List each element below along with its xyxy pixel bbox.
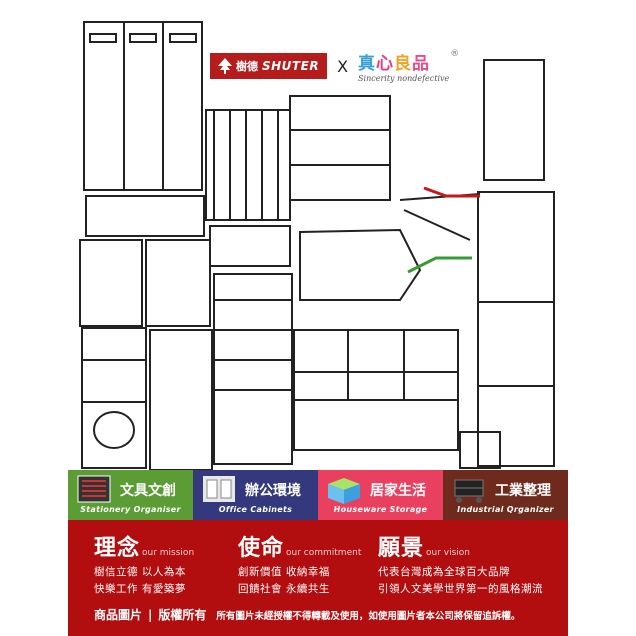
footer-product-images: 商品圖片 — [94, 608, 143, 622]
furniture-line-drawing — [79, 21, 555, 470]
commitment-line: 創新價值 收納幸福 — [238, 566, 330, 578]
vision-line: 代表台灣成為全球百大品牌 — [378, 566, 510, 578]
commitment-sub: our commitment — [286, 548, 362, 558]
mission-line: 樹信立德 以人為本 — [94, 566, 186, 578]
mission-sub: our mission — [142, 548, 195, 558]
partner-cn: 真心良品 — [358, 54, 431, 74]
tool-cart-icon — [454, 479, 484, 503]
category-office[interactable]: 辦公環境 Office Cabinets — [193, 470, 318, 520]
vision-title: 願景 — [378, 536, 425, 561]
commitment-line: 回饋社會 永續共生 — [238, 583, 330, 595]
collab-cross: X — [337, 56, 349, 76]
category-houseware[interactable]: 居家生活 Houseware Storage — [318, 470, 443, 520]
category-bar: 文具文創 Stationery Organiser 辦公環境 Office Ca… — [68, 470, 568, 520]
mission-title: 理念 — [94, 536, 141, 561]
footer-copyright: 版權所有 — [158, 608, 207, 622]
commitment-title: 使命 — [238, 536, 285, 561]
registered-mark: ® — [450, 49, 460, 59]
shuter-en: SHUTER — [262, 59, 320, 73]
shuter-cn: 樹德 — [236, 60, 258, 73]
partner-en: Sincerity nondefective — [358, 74, 450, 83]
partner-logo: 真心良品 Sincerity nondefective ® — [358, 49, 459, 83]
office-cabinet-icon — [203, 476, 235, 502]
footer-separator: | — [148, 608, 153, 622]
copyright-footer: 商品圖片 | 版權所有所有圖片未經授權不得轉載及使用，如使用圖片者本公司將保留追訴權… — [94, 606, 520, 623]
drawer-unit-icon — [77, 475, 111, 503]
mission-line: 快樂工作 有愛築夢 — [94, 583, 186, 595]
category-stationery[interactable]: 文具文創 Stationery Organiser — [68, 470, 193, 520]
vision-line: 引領人文美學世界第一的風格潮流 — [378, 583, 543, 595]
storage-box-icon — [328, 478, 360, 504]
vision-sub: our vision — [426, 548, 471, 558]
footer-note: 所有圖片未經授權不得轉載及使用，如使用圖片者本公司將保留追訴權。 — [216, 611, 521, 622]
shuter-logo: 樹德 SHUTER — [210, 53, 328, 79]
shuter-tree-logo — [218, 58, 232, 74]
brand-logo-row: 樹德 SHUTER X 真心良品 Sincerity nondefective … — [210, 42, 500, 90]
category-industrial[interactable]: 工業整理 Industrial Qrganizer — [443, 470, 568, 520]
